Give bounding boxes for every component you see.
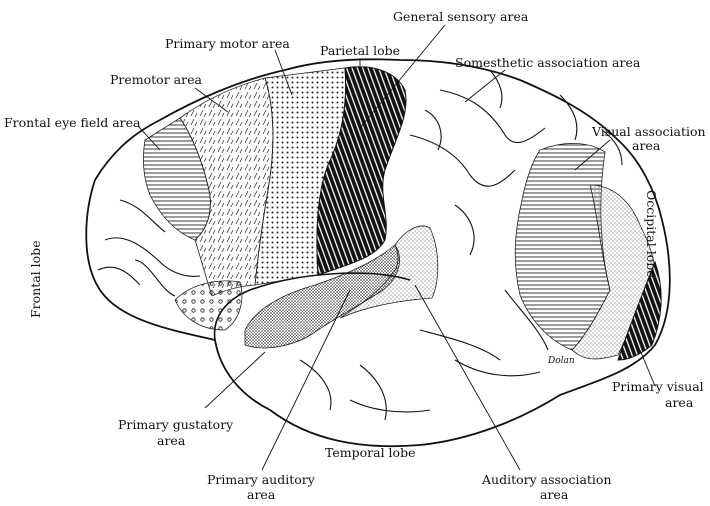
label-visual-association: Visual association — [592, 124, 706, 139]
label-primary-visual-area: area — [665, 395, 694, 410]
label-primary-visual: Primary visual — [612, 379, 704, 394]
leader-visual-assoc — [574, 139, 611, 171]
label-primary-auditory: Primary auditory — [207, 472, 315, 487]
leader-lines — [137, 24, 656, 471]
leader-primary-motor — [274, 49, 293, 96]
label-frontal-lobe: Frontal lobe — [28, 240, 43, 318]
label-primary-gustatory: Primary gustatory — [118, 417, 234, 432]
leader-primary-visual — [639, 349, 656, 387]
leader-auditory-assoc — [414, 284, 521, 471]
artist-signature: Dolan — [548, 356, 575, 366]
leader-primary-auditory — [261, 289, 351, 471]
primary-visual-region — [617, 260, 662, 361]
auditory-association-region — [339, 225, 439, 319]
gyri-lines — [97, 69, 623, 421]
leader-primary-gustatory — [204, 351, 266, 409]
label-primary-motor-area: Primary motor area — [165, 36, 290, 51]
leader-general-sensory — [359, 24, 446, 129]
label-occipital-lobe: Occipital lobe — [644, 190, 659, 278]
leader-somesthetic — [464, 69, 506, 103]
leader-frontal-eye — [137, 125, 161, 151]
label-premotor-area: Premotor area — [110, 72, 202, 87]
label-somesthetic-association-area: Somesthetic association area — [455, 55, 641, 70]
label-parietal-lobe: Parietal lobe — [320, 43, 401, 58]
label-frontal-eye-field-area: Frontal eye field area — [4, 115, 141, 130]
label-temporal-lobe: Temporal lobe — [325, 445, 416, 460]
label-general-sensory-area: General sensory area — [393, 9, 529, 24]
label-primary-auditory-area: area — [247, 487, 276, 502]
primary-gustatory-region — [174, 280, 243, 331]
label-visual-association-area: area — [632, 138, 661, 153]
leader-premotor — [194, 87, 229, 113]
label-primary-gustatory-area: area — [157, 433, 186, 448]
label-auditory-association-area: area — [540, 487, 569, 502]
general-sensory-region — [316, 66, 407, 276]
label-auditory-association: Auditory association — [482, 472, 612, 487]
